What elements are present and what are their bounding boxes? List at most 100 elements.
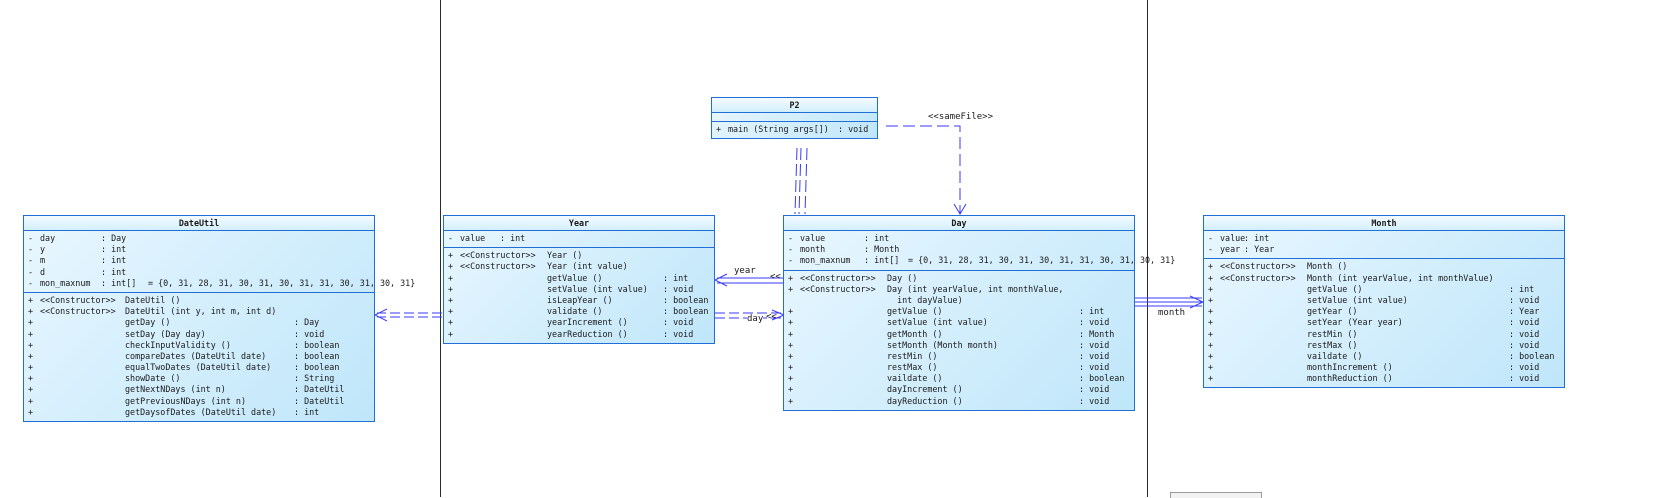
attribute-row: -value: int	[784, 233, 1134, 244]
visibility-marker: -	[28, 277, 34, 288]
visibility-marker: +	[1208, 261, 1214, 272]
visibility-marker: +	[28, 294, 34, 305]
visibility-marker: +	[1208, 294, 1214, 305]
method-signature: compareDates (DateUtil date)	[125, 350, 267, 361]
visibility-marker: -	[788, 244, 794, 255]
method-row: +monthIncrement (): void	[1204, 362, 1564, 373]
day-role-stereo-label: <<	[766, 312, 777, 322]
method-return-type: : Year	[1509, 306, 1540, 317]
methods-section: +<<Constructor>>Year ()+<<Constructor>>Y…	[444, 248, 714, 343]
attributes-section: -value: int-month: Month-mon_maxnum: int…	[784, 231, 1175, 271]
method-row: +restMin (): void	[784, 351, 1134, 362]
visibility-marker: +	[788, 306, 794, 317]
visibility-marker: +	[788, 339, 794, 350]
methods-section: +<<Constructor>>Day ()+<<Constructor>>Da…	[784, 271, 1134, 410]
method-signature: int dayValue)	[887, 294, 963, 305]
method-signature: main (String args[])	[728, 124, 829, 134]
method-return-type: : void	[838, 124, 869, 134]
method-row: +setMonth (Month month): void	[784, 340, 1134, 351]
class-day[interactable]: Day-value: int-month: Month-mon_maxnum: …	[783, 215, 1175, 411]
class-dateutil[interactable]: DateUtil-day: Day-y: int-m: int-d: int-m…	[23, 215, 415, 422]
method-return-type: : DateUtil	[294, 384, 345, 395]
method-signature: Month ()	[1307, 261, 1348, 272]
method-return-type: : boolean	[663, 306, 709, 317]
visibility-marker: -	[28, 266, 34, 277]
visibility-marker: +	[1208, 317, 1214, 328]
method-return-type: : void	[1079, 317, 1110, 328]
visibility-marker: +	[1208, 306, 1214, 317]
dependency-p2-day	[794, 147, 808, 215]
method-signature: getDaysofDates (DateUtil date)	[125, 406, 277, 417]
visibility-marker: -	[1208, 244, 1214, 255]
method-return-type: : void	[663, 317, 694, 328]
method-row: +validate (): boolean	[444, 306, 714, 317]
class-month[interactable]: Month-value: int-year: Year+<<Constructo…	[1203, 215, 1565, 389]
attribute-name: value	[1220, 233, 1246, 243]
class-name: DateUtil	[24, 216, 374, 231]
method-row: +getPreviousNDays (int n): DateUtil	[24, 396, 374, 407]
visibility-marker: +	[788, 373, 794, 384]
method-row: +<<Constructor>>Year (int value)	[444, 261, 714, 272]
method-row: + yearReduction () : void	[444, 329, 714, 340]
method-signature: Year (int value)	[547, 261, 628, 272]
method-row: +<<Constructor>>Year ()	[444, 250, 714, 261]
visibility-marker: +	[1208, 362, 1214, 373]
method-row: +isLeapYear (): boolean	[444, 295, 714, 306]
method-return-type: : String	[294, 373, 335, 384]
method-return-type: : void	[1079, 339, 1110, 350]
attributes-section: -value: int-year: Year	[1204, 231, 1564, 260]
samefile-label: <<sameFile>>	[928, 112, 994, 123]
method-signature: setDay (Day day)	[125, 328, 206, 339]
attribute-row: -month: Month	[784, 244, 1134, 255]
method-signature: getYear ()	[1307, 306, 1358, 317]
day-role-label: day	[747, 314, 764, 325]
method-return-type: : void	[1509, 373, 1540, 384]
attribute-row: -mon_maxnum: int[]= {0, 31, 28, 31, 30, …	[784, 255, 1175, 266]
methods-section: +<<Constructor>>DateUtil ()+<<Constructo…	[24, 293, 374, 421]
method-signature: restMax ()	[887, 362, 938, 373]
month-role-label: month	[1158, 308, 1186, 319]
attribute-type: : Day	[101, 233, 127, 243]
year-role-label: year	[734, 266, 756, 277]
method-return-type: : Month	[1079, 328, 1115, 339]
attribute-row: -y: int	[24, 244, 374, 255]
class-name: Year	[444, 216, 714, 231]
visibility-marker: +	[448, 328, 454, 339]
visibility-marker: -	[1208, 233, 1214, 243]
method-signature: dayIncrement ()	[887, 384, 963, 395]
constructor-stereotype: <<Constructor>>	[1220, 272, 1296, 283]
method-row: +dayIncrement (): void	[784, 384, 1134, 395]
method-row: +<<Constructor>>DateUtil (int y, int m, …	[24, 306, 374, 317]
attribute-row: -value: int	[444, 233, 714, 244]
class-p2[interactable]: P2+main (String args[]): void	[711, 97, 878, 140]
visibility-marker: +	[28, 373, 34, 384]
visibility-marker: +	[448, 283, 454, 294]
method-return-type: : boolean	[1079, 373, 1125, 384]
visibility-marker: +	[788, 350, 794, 361]
attributes-section: -value: int	[444, 231, 714, 249]
visibility-marker: +	[1208, 339, 1214, 350]
method-signature: vaildate ()	[887, 373, 943, 384]
method-return-type: : void	[1509, 294, 1540, 305]
method-return-type: : void	[663, 328, 694, 339]
method-signature: isLeapYear ()	[547, 294, 613, 305]
attribute-name: month	[800, 244, 826, 255]
method-return-type: : void	[1079, 384, 1110, 395]
visibility-marker: +	[28, 350, 34, 361]
class-year[interactable]: Year-value: int+<<Constructor>>Year ()+<…	[443, 215, 715, 344]
constructor-stereotype: <<Constructor>>	[460, 250, 536, 261]
method-signature: yearReduction ()	[547, 328, 628, 339]
method-row: +getMonth (): Month	[784, 329, 1134, 340]
scroll-stub	[1170, 492, 1262, 498]
method-return-type: : boolean	[294, 339, 340, 350]
attribute-type: : int	[500, 233, 526, 243]
class-name: P2	[712, 98, 877, 113]
method-signature: DateUtil (int y, int m, int d)	[125, 306, 277, 317]
visibility-marker: +	[788, 317, 794, 328]
method-return-type: : void	[1509, 339, 1540, 350]
attribute-type: : int	[101, 255, 127, 266]
method-row: +getValue (): int	[784, 306, 1134, 317]
method-signature: vaildate ()	[1307, 350, 1363, 361]
attribute-type: : int	[101, 266, 127, 277]
